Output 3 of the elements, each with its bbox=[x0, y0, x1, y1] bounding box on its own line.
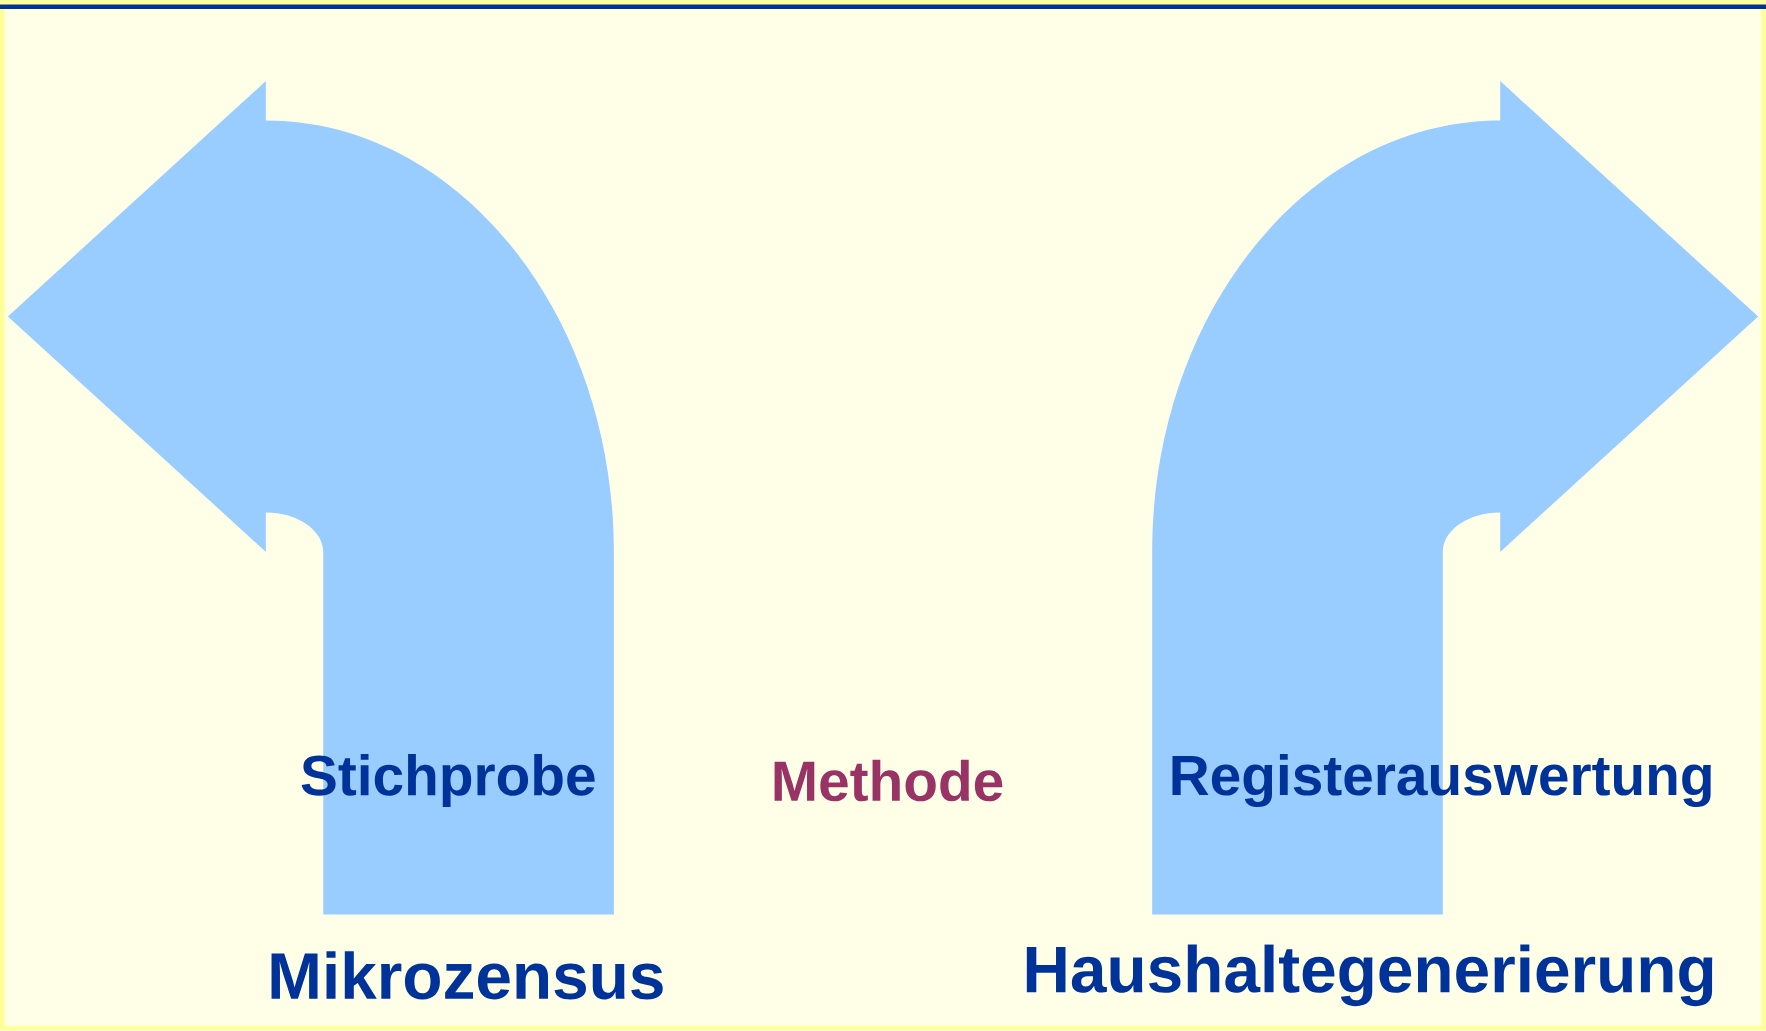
text-label: Haushaltegenerierung bbox=[1026, 944, 1713, 1007]
text-label: Mikrozensus bbox=[271, 951, 663, 1000]
text-label: Methode bbox=[774, 759, 1003, 802]
